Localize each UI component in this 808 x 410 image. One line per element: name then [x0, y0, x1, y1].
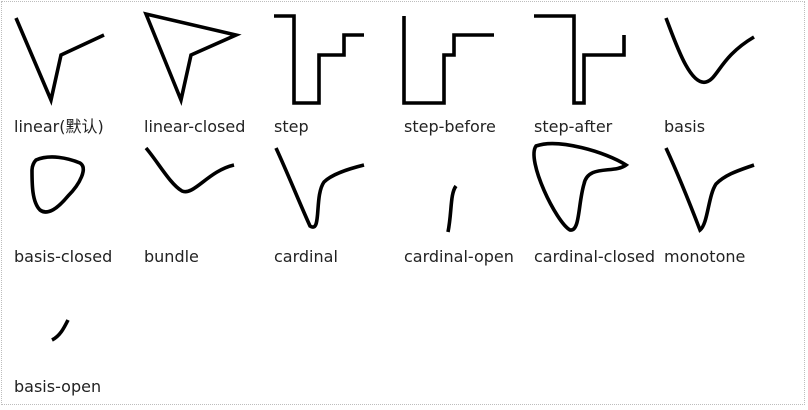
step-curve-icon [274, 14, 364, 105]
curve-label: linear(默认) [14, 117, 104, 136]
curve-cell-cardinal: cardinal [274, 144, 400, 268]
basis-open-curve-icon [51, 319, 70, 342]
curve-label: cardinal-closed [534, 247, 656, 266]
curve-label: step [274, 117, 309, 136]
cardinal-closed-curve-icon [532, 141, 630, 232]
curve-label: monotone [664, 247, 746, 266]
monotone-curve-icon [664, 147, 755, 233]
curve-cell-basis-closed: basis-closed [14, 144, 140, 268]
curve-label: step-before [404, 117, 496, 136]
curve-label: step-after [534, 117, 613, 136]
curve-cell-step: step [274, 14, 400, 138]
curve-cell-step-after: step-after [534, 14, 660, 138]
linear-closed-curve-icon [143, 11, 242, 107]
linear-curve-icon [14, 17, 105, 106]
curve-label: bundle [144, 247, 199, 266]
basis-closed-curve-icon [30, 155, 85, 214]
curve-cell-basis: basis [664, 14, 790, 138]
step-before-curve-icon [402, 16, 494, 105]
curve-cell-cardinal-open: cardinal-open [404, 144, 530, 268]
curve-cell-linear-closed: linear-closed [143, 11, 270, 138]
curve-cell-cardinal-closed: cardinal-closed [532, 141, 660, 268]
curve-label: basis [664, 117, 706, 136]
curve-cell-monotone: monotone [664, 144, 790, 268]
curve-cell-bundle: bundle [144, 144, 270, 268]
step-after-curve-icon [534, 14, 626, 105]
curve-label: cardinal [274, 247, 338, 266]
curve-label: basis-closed [14, 247, 113, 266]
cardinal-open-curve-icon [446, 184, 458, 233]
basis-curve-icon [664, 17, 755, 84]
curve-label: cardinal-open [404, 247, 514, 266]
cardinal-curve-icon [274, 147, 365, 229]
curve-cell-step-before: step-before [402, 14, 530, 138]
curve-label: basis-open [14, 377, 102, 396]
curve-label: linear-closed [144, 117, 246, 136]
bundle-curve-icon [144, 146, 235, 194]
curve-cell-basis-open: basis-open [14, 274, 140, 398]
curve-cell-linear: linear(默认) [14, 14, 140, 138]
